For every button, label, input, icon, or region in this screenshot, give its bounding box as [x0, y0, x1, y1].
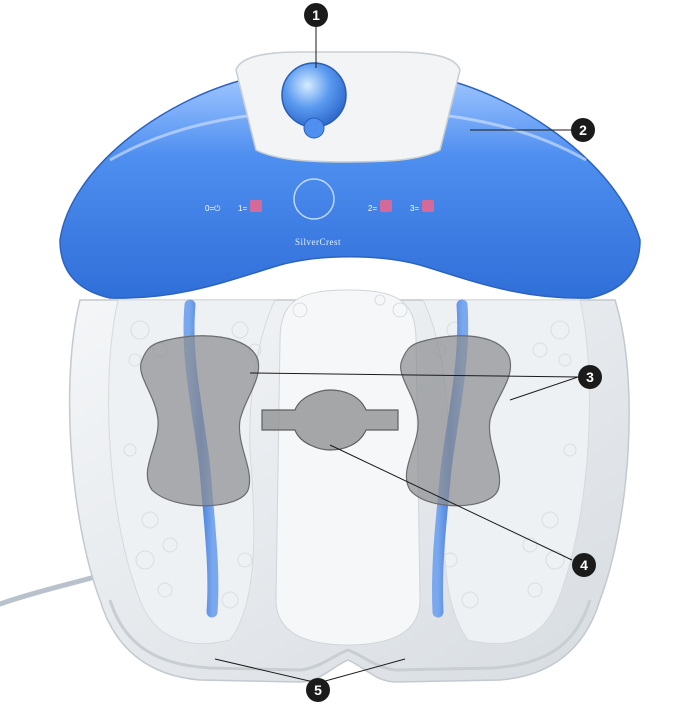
bubble-heat-icon	[380, 200, 392, 212]
heat-icon	[422, 200, 434, 212]
setting-0-label: 0=⏻	[205, 204, 221, 213]
setting-2-label: 2=	[368, 204, 377, 213]
callout-number: 5	[314, 682, 322, 698]
callout-3: 3	[578, 365, 602, 389]
setting-1-label: 1=	[238, 204, 247, 213]
callout-number: 2	[579, 122, 587, 138]
callout-1: 1	[304, 3, 328, 27]
vibration-icon	[250, 200, 262, 212]
callout-number: 4	[580, 557, 588, 573]
brand-logo: SilverCrest	[295, 237, 341, 247]
center-ridge	[276, 290, 420, 645]
setting-3-label: 3=	[410, 204, 419, 213]
callout-2: 2	[571, 118, 595, 142]
callout-4: 4	[572, 553, 596, 577]
callout-number: 1	[312, 7, 320, 23]
callout-number: 3	[586, 369, 594, 385]
callout-5: 5	[306, 678, 330, 702]
dial-housing	[236, 52, 460, 162]
